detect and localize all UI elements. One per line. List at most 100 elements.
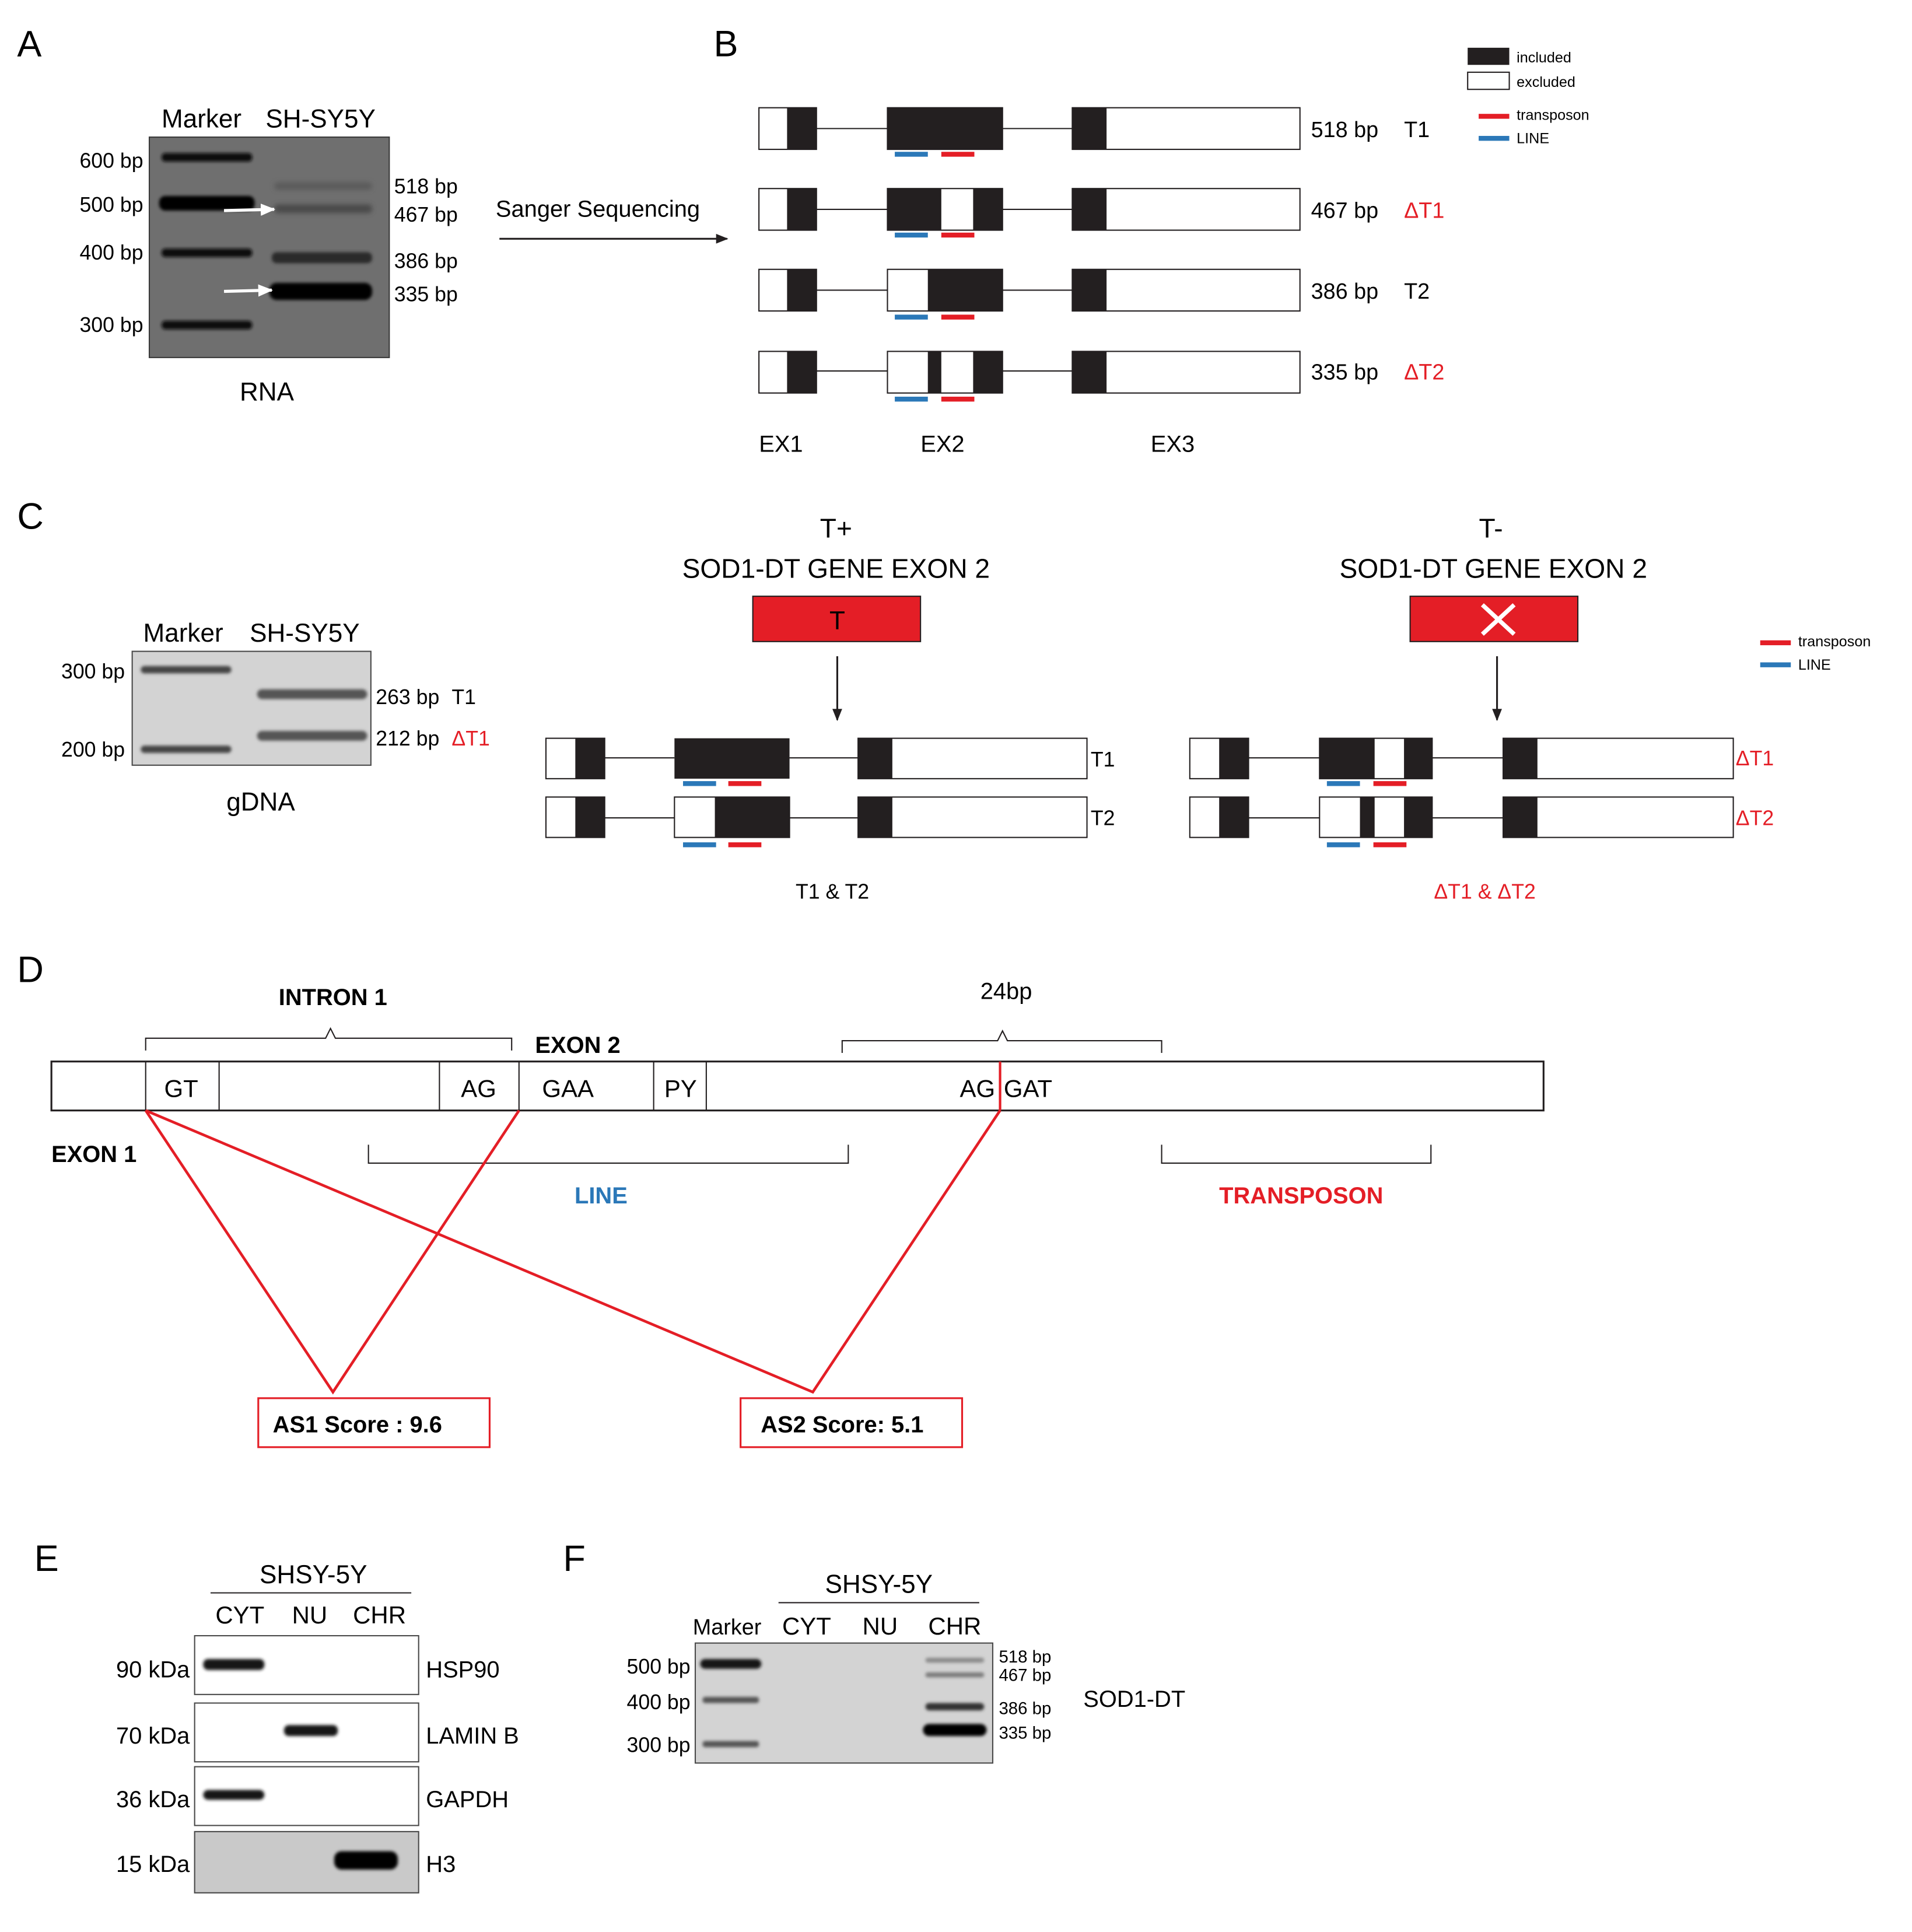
seq-cell: GT (164, 1075, 198, 1102)
transposon-region-label: TRANSPOSON (1219, 1183, 1383, 1209)
line-bar (683, 842, 716, 848)
isoform-size: 518 bp (1311, 118, 1379, 142)
gel-band (923, 1724, 987, 1737)
line-brace (367, 1144, 849, 1164)
exon3-included (1072, 107, 1107, 150)
isoform-size: 335 bp (1311, 360, 1379, 385)
isoform-name: ΔT2 (1736, 807, 1774, 830)
isoform-name: T2 (1404, 279, 1430, 304)
gel-band (269, 282, 372, 300)
band-size: 386 bp (999, 1699, 1051, 1718)
exon2-included (927, 351, 941, 393)
sequence-bar (50, 1060, 1545, 1112)
gel-band (702, 1741, 759, 1748)
left-caption: T1 & T2 (796, 880, 869, 904)
legend-transposon-swatch (1479, 114, 1510, 119)
exon3-box (1503, 796, 1734, 838)
transposon-box-label: T (829, 607, 845, 635)
gel-band (700, 1658, 762, 1669)
transposon-bar (941, 152, 975, 157)
intron1-brace (145, 1027, 513, 1051)
exon1-included (575, 797, 605, 838)
lane-label: NU (863, 1612, 898, 1640)
gel-band (702, 1697, 759, 1703)
as2-score: AS2 Score: 5.1 (761, 1412, 923, 1438)
exon2-included (1319, 738, 1375, 779)
c-right-dt1 (1189, 737, 1734, 786)
arrow-335 (223, 284, 273, 297)
exon2-included (973, 351, 1003, 393)
gel-caption: RNA (240, 377, 295, 406)
exon2-included (927, 269, 1003, 312)
kda-label: 70 kDa (116, 1723, 190, 1749)
lane-label: CHR (353, 1601, 406, 1629)
exon1-included (787, 351, 817, 393)
kda-label: 90 kDa (116, 1657, 190, 1682)
lane-marker-label: Marker (143, 619, 223, 648)
exon3-box (857, 796, 1088, 838)
gel-band (162, 249, 253, 257)
panel-letter-d: D (17, 949, 43, 990)
panel-letter-f: F (563, 1538, 585, 1579)
exon2-box (674, 738, 790, 779)
gel-band (271, 252, 372, 264)
band-size: 386 bp (394, 250, 458, 273)
legend-included-label: included (1517, 50, 1571, 66)
isoform-dt2 (758, 351, 1301, 402)
line-bar (895, 232, 928, 238)
sanger-label: Sanger Sequencing (496, 196, 700, 222)
exon1-included (1219, 738, 1249, 779)
exon2-included (1360, 797, 1375, 838)
gel-band (925, 1703, 985, 1711)
band-size: 467 bp (999, 1666, 1051, 1685)
exon1-label: EXON 1 (51, 1142, 136, 1167)
protein-label: GAPDH (426, 1787, 509, 1812)
gel-band (257, 689, 367, 699)
as2-splice-line (145, 1109, 1001, 1394)
group-label: SHSY-5Y (825, 1570, 933, 1599)
gel-band (274, 204, 372, 214)
right-caption: ΔT1 & ΔT2 (1434, 880, 1535, 904)
band-size: 335 bp (394, 282, 458, 306)
legend-line-swatch (1479, 135, 1510, 141)
c-right-dt2 (1189, 796, 1734, 848)
as1-splice-line (144, 1110, 520, 1395)
panel-d: D INTRON 1 EXON 2 24bp GT AG GAA PY AG G… (17, 949, 1545, 1448)
exon1-included (787, 188, 817, 230)
marker-size: 300 bp (79, 313, 143, 337)
isoform-name: ΔT2 (1404, 360, 1444, 385)
legend-transposon-swatch (1760, 640, 1791, 646)
blot-band (203, 1790, 265, 1800)
legend-excluded-label: excluded (1517, 74, 1575, 90)
legend-included-swatch (1468, 47, 1510, 65)
isoform-name: T2 (1091, 807, 1115, 830)
band-name: ΔT1 (451, 727, 489, 750)
transposon-bar (728, 781, 762, 786)
lane-label: CHR (928, 1612, 981, 1640)
exon3-box (1071, 351, 1301, 394)
exon2-included (1404, 738, 1433, 779)
band-name: T1 (451, 685, 476, 709)
exon3-box (857, 737, 1088, 779)
kda-label: 36 kDa (116, 1787, 190, 1812)
blot-band (283, 1725, 338, 1737)
isoform-name: ΔT1 (1404, 199, 1444, 223)
transposon-bar (728, 842, 762, 848)
gel-band (925, 1657, 985, 1663)
legend-c: transposon LINE (1760, 634, 1871, 673)
tplus-subtitle: SOD1-DT GENE EXON 2 (682, 554, 990, 584)
exon3-box (1071, 268, 1301, 312)
legend-excluded-swatch (1467, 71, 1510, 90)
isoform-name: T1 (1404, 118, 1430, 142)
isoform-dt1 (758, 188, 1301, 238)
exon1-included (787, 269, 817, 312)
band-size: 467 bp (394, 203, 458, 226)
seq-cell: GAA (542, 1075, 594, 1102)
lane-label: CYT (782, 1612, 831, 1640)
transposon-bar (941, 397, 975, 402)
marker-size: 500 bp (627, 1655, 691, 1678)
line-bar (1326, 781, 1360, 786)
arrow-467 (223, 203, 276, 216)
transposon-bar (1373, 781, 1407, 786)
splice-lines (144, 1109, 1001, 1395)
